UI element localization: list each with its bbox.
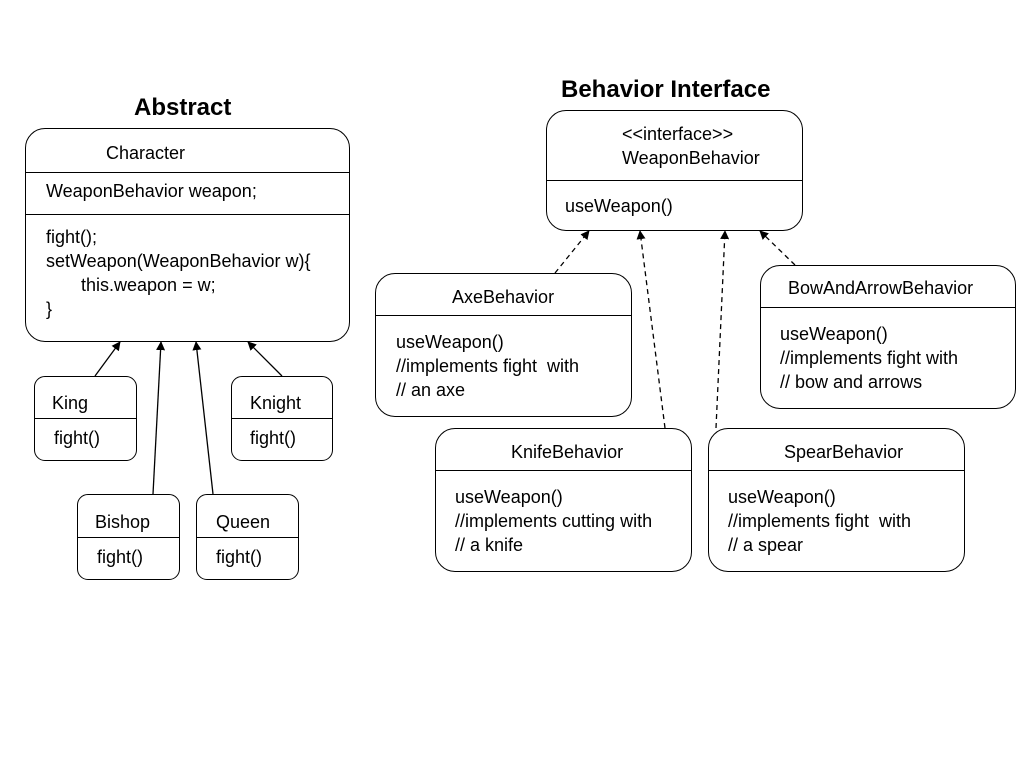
axe-name-section: AxeBehavior (376, 274, 631, 316)
spear-body-section: useWeapon() //implements fight with // a… (709, 470, 964, 571)
behavior-interface-heading: Behavior Interface (561, 76, 771, 103)
axe-body-line: useWeapon() (396, 332, 504, 352)
spear-realization-arrow (715, 230, 730, 429)
interface-stereotype: <<interface>> (622, 124, 734, 144)
character-method-line: } (46, 299, 53, 319)
bishop-method-section: fight() (78, 537, 179, 579)
bishop-class-box: Bishop fight() (77, 494, 180, 580)
bow-name-section: BowAndArrowBehavior (761, 266, 1015, 308)
character-field-section: WeaponBehavior weapon; (26, 172, 349, 215)
knife-body-line: useWeapon() (455, 487, 563, 507)
queen-method-section: fight() (197, 537, 298, 579)
interface-method: useWeapon() (565, 196, 673, 216)
axe-behavior-name: AxeBehavior (452, 287, 555, 307)
queen-name-section: Queen (197, 495, 298, 538)
knife-body-line: //implements cutting with (455, 511, 653, 531)
knight-method-section: fight() (232, 418, 332, 460)
knife-body-line: // a knife (455, 535, 524, 555)
knife-realization-arrow (636, 230, 666, 429)
character-class-box: Character WeaponBehavior weapon; fight()… (25, 128, 350, 342)
king-method-section: fight() (35, 418, 136, 460)
king-method: fight() (54, 428, 101, 448)
bow-body-line: // bow and arrows (780, 372, 923, 392)
king-inheritance-arrow (94, 341, 121, 377)
bow-realization-arrow (759, 230, 796, 266)
bishop-inheritance-arrow (152, 341, 166, 495)
queen-method: fight() (216, 547, 263, 567)
queen-class-name: Queen (216, 512, 271, 532)
bow-and-arrow-behavior-name: BowAndArrowBehavior (788, 278, 974, 298)
character-name-section: Character (26, 129, 349, 172)
knife-name-section: KnifeBehavior (436, 429, 691, 471)
character-field: WeaponBehavior weapon; (46, 181, 257, 201)
knight-name-section: Knight (232, 377, 332, 419)
spear-body-line: useWeapon() (728, 487, 836, 507)
bow-body-line: //implements fight with (780, 348, 959, 368)
bishop-class-name: Bishop (95, 512, 151, 532)
spear-body-line: // a spear (728, 535, 804, 555)
spear-behavior-name: SpearBehavior (784, 442, 904, 462)
character-method-line: setWeapon(WeaponBehavior w){ (46, 251, 311, 271)
knife-behavior-body: useWeapon() //implements cutting with //… (455, 485, 652, 557)
character-method-line: fight(); (46, 227, 98, 247)
knight-class-name: Knight (250, 393, 302, 413)
knight-inheritance-arrow (247, 341, 283, 377)
bow-and-arrow-behavior-body: useWeapon() //implements fight with // b… (780, 322, 958, 394)
character-methods-section: fight(); setWeapon(WeaponBehavior w){ th… (26, 214, 349, 341)
knight-method: fight() (250, 428, 297, 448)
axe-body-line: //implements fight with (396, 356, 580, 376)
knight-class-box: Knight fight() (231, 376, 333, 461)
axe-body-line: // an axe (396, 380, 466, 400)
queen-inheritance-arrow (192, 341, 214, 495)
bishop-method: fight() (97, 547, 144, 567)
axe-behavior-box: AxeBehavior useWeapon() //implements fig… (375, 273, 632, 417)
spear-name-section: SpearBehavior (709, 429, 964, 471)
bow-and-arrow-behavior-box: BowAndArrowBehavior useWeapon() //implem… (760, 265, 1016, 409)
knife-behavior-box: KnifeBehavior useWeapon() //implements c… (435, 428, 692, 572)
king-name-section: King (35, 377, 136, 419)
axe-body-section: useWeapon() //implements fight with // a… (376, 315, 631, 416)
bow-body-line: useWeapon() (780, 324, 888, 344)
interface-name-section: <<interface>> WeaponBehavior (547, 111, 802, 181)
interface-name: WeaponBehavior (622, 148, 760, 168)
king-class-box: King fight() (34, 376, 137, 461)
spear-behavior-body: useWeapon() //implements fight with // a… (728, 485, 911, 557)
spear-behavior-box: SpearBehavior useWeapon() //implements f… (708, 428, 965, 572)
abstract-heading: Abstract (134, 94, 232, 121)
bishop-name-section: Bishop (78, 495, 179, 538)
axe-realization-arrow (554, 230, 590, 274)
axe-behavior-body: useWeapon() //implements fight with // a… (396, 330, 579, 402)
character-class-name: Character (106, 143, 186, 163)
bow-body-section: useWeapon() //implements fight with // b… (761, 307, 1015, 408)
queen-class-box: Queen fight() (196, 494, 299, 580)
interface-method-section: useWeapon() (547, 180, 802, 230)
spear-body-line: //implements fight with (728, 511, 912, 531)
character-method-line: this.weapon = w; (46, 275, 216, 295)
weapon-behavior-interface-box: <<interface>> WeaponBehavior useWeapon() (546, 110, 803, 231)
knife-body-section: useWeapon() //implements cutting with //… (436, 470, 691, 571)
character-methods: fight(); setWeapon(WeaponBehavior w){ th… (46, 225, 311, 321)
knife-behavior-name: KnifeBehavior (511, 442, 624, 462)
king-class-name: King (52, 393, 89, 413)
